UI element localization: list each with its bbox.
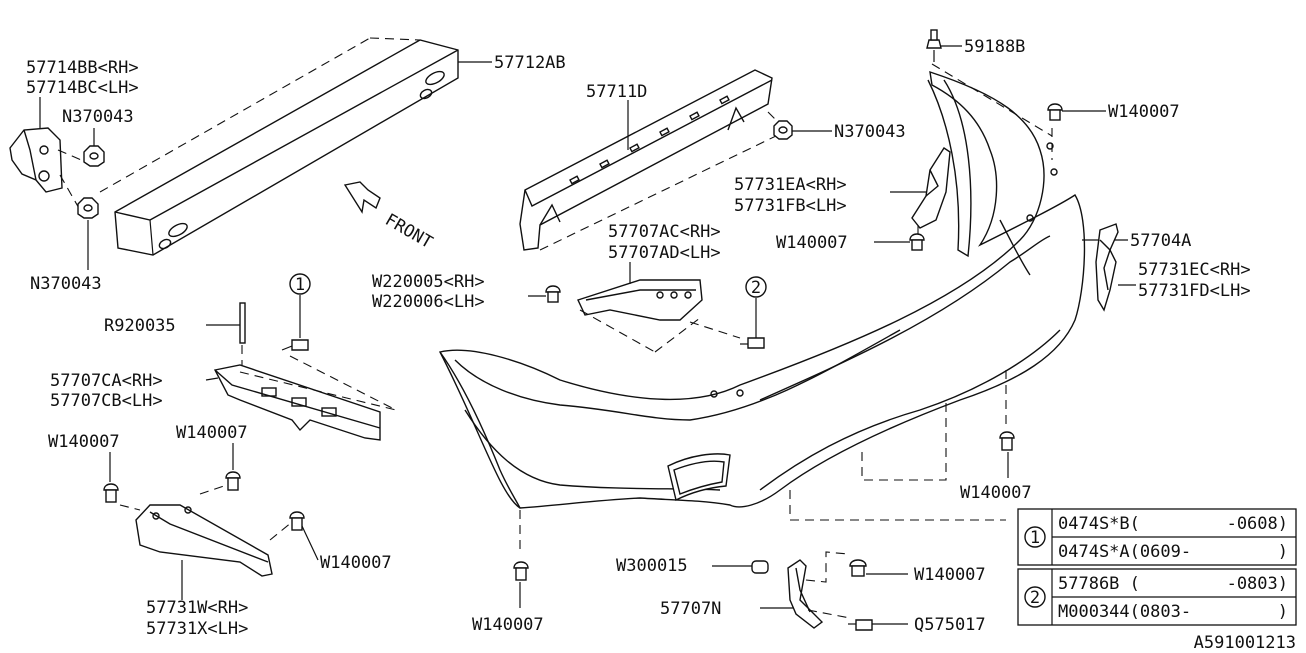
label-w140007-br: W140007	[914, 565, 986, 585]
nut-n370043-left-upper	[83, 128, 105, 167]
bracket-57707AC	[577, 262, 741, 353]
bracket-57731EC	[1095, 223, 1136, 312]
label-w140007-right: W140007	[960, 483, 1032, 503]
clip-w140007-top	[1047, 103, 1106, 121]
legend-1-line-1-range: -0608)	[1227, 514, 1288, 534]
clip-w220005	[528, 285, 561, 303]
bracket-57714	[9, 97, 87, 211]
label-w140007-l3: W140007	[320, 553, 392, 573]
bracket-57731EA	[890, 147, 951, 240]
label-n370043-a: N370043	[62, 107, 134, 127]
label-57707AC: 57707AC<RH>	[608, 222, 721, 242]
label-w140007-l1: W140007	[48, 432, 120, 452]
label-57714BC: 57714BC<LH>	[26, 78, 139, 98]
label-57714BB: 57714BB<RH>	[26, 58, 139, 78]
legend-ref-2: 2	[1030, 588, 1040, 608]
label-57731EC: 57731EC<RH>	[1138, 260, 1251, 280]
front-arrow: FRONT	[343, 181, 436, 253]
clip-w140007-mid	[874, 233, 925, 251]
label-59188B: 59188B	[964, 37, 1025, 57]
front-label: FRONT	[382, 210, 436, 253]
label-n370043-c: N370043	[834, 122, 906, 142]
screw-q575017	[848, 619, 908, 631]
label-w140007-bottom: W140007	[472, 615, 544, 635]
clip-w140007-br	[849, 559, 908, 577]
label-57731EA: 57731EA<RH>	[734, 175, 847, 195]
clip-w140007-bottom	[513, 510, 529, 608]
legend-ref-1: 1	[1030, 528, 1040, 548]
diagram-id: A591001213	[1194, 633, 1296, 653]
bracket-57731W	[119, 483, 293, 600]
legend-2-line-2-range: )	[1278, 602, 1288, 622]
label-57707CA: 57707CA<RH>	[50, 371, 163, 391]
label-w220005: W220005<RH>	[372, 272, 485, 292]
nut-n370043-left-lower	[77, 197, 99, 270]
bumper-beam-57712AB	[99, 37, 492, 256]
clip-w140007-left-2	[225, 443, 241, 491]
bumper-face-57704A	[438, 63, 1128, 509]
callout-1-label: 1	[295, 275, 305, 295]
label-57707AD: 57707AD<LH>	[608, 243, 721, 263]
label-57731W: 57731W<RH>	[146, 598, 248, 618]
label-57707CB: 57707CB<LH>	[50, 391, 163, 411]
screw-callout-2: 2	[740, 276, 767, 349]
label-n370043-b: N370043	[30, 274, 102, 294]
legend-table: 1 0474S*B( -0608) 0474S*A(0609- ) 2 5778…	[1017, 508, 1297, 626]
legend-1-line-1-part: 0474S*B(	[1058, 514, 1140, 534]
label-w140007-mid: W140007	[776, 233, 848, 253]
label-r920035: R920035	[104, 316, 176, 336]
part-labels: 57714BB<RH> 57714BC<LH> N370043 N370043 …	[26, 37, 1251, 639]
label-57712AB: 57712AB	[494, 53, 566, 73]
label-57704A: 57704A	[1130, 231, 1191, 251]
bracket-57707CA	[205, 364, 397, 441]
callout-2-label: 2	[751, 278, 761, 298]
screw-callout-1: 1	[281, 273, 397, 411]
label-57711D: 57711D	[586, 82, 647, 102]
clip-59188B	[926, 29, 962, 62]
nut-n370043-right	[773, 120, 832, 140]
pin-r920035	[206, 302, 246, 375]
label-57731FB: 57731FB<LH>	[734, 196, 847, 216]
label-57731X: 57731X<LH>	[146, 619, 248, 639]
legend-1-line-2-range: )	[1278, 542, 1288, 562]
legend-2-line-1-range: -0803)	[1227, 574, 1288, 594]
label-w220006: W220006<LH>	[372, 292, 485, 312]
clip-w300015	[712, 560, 769, 574]
label-w300015: W300015	[616, 556, 688, 576]
clip-w140007-right	[789, 370, 1015, 521]
legend-2-line-2-part: M000344(0803-	[1058, 602, 1191, 622]
label-57731FD: 57731FD<LH>	[1138, 281, 1251, 301]
label-w140007-l2: W140007	[176, 423, 248, 443]
label-w140007-top: W140007	[1108, 102, 1180, 122]
bracket-57707N	[760, 551, 851, 629]
clip-w140007-left-1	[103, 452, 119, 503]
legend-2-line-1-part: 57786B (	[1058, 574, 1140, 594]
label-q575017: Q575017	[914, 615, 986, 635]
label-57707N: 57707N	[660, 599, 721, 619]
clip-w140007-left-3	[289, 511, 319, 561]
legend-1-line-2-part: 0474S*A(0609-	[1058, 542, 1191, 562]
